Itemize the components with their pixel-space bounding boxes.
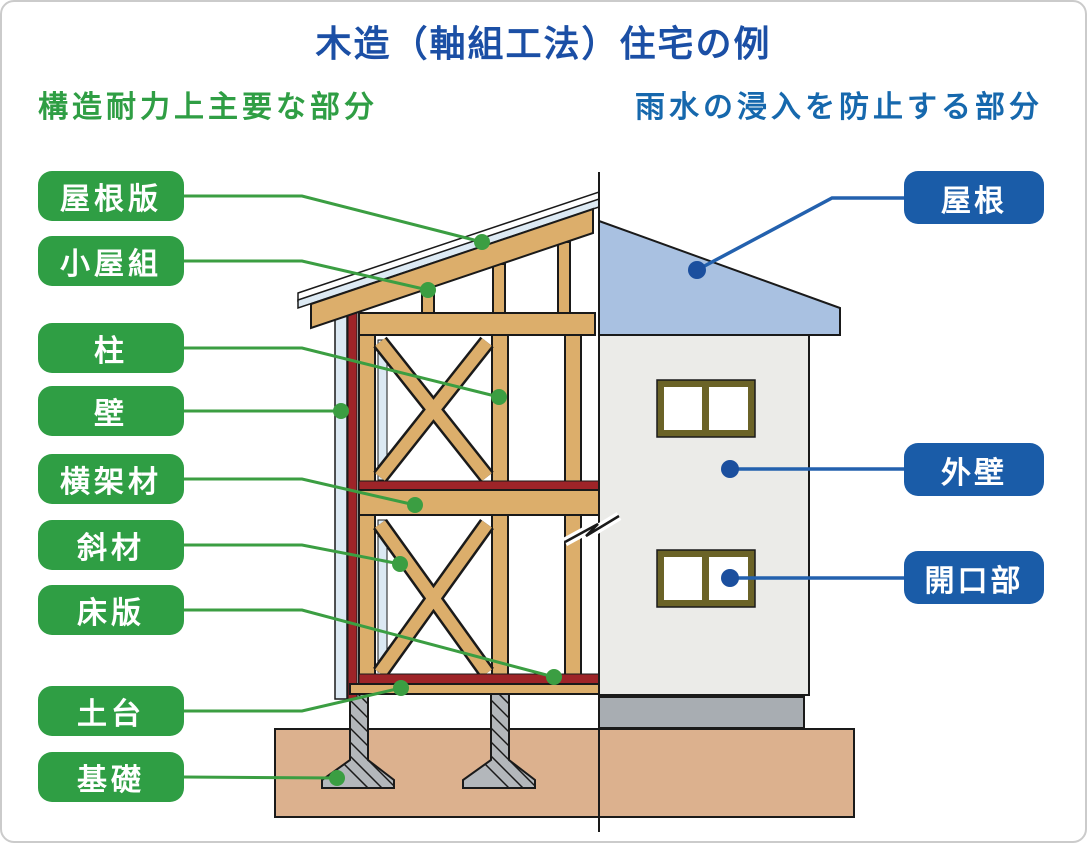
weatherproof-label-opening: 開口部 [904, 551, 1044, 604]
weatherproof-label-roof: 屋根 [904, 171, 1044, 224]
structural-label-roof-framing: 小屋組 [38, 236, 184, 286]
connector-pillar [184, 346, 500, 399]
connector-roof-framing [184, 259, 429, 292]
floor-board-lower [358, 673, 600, 685]
blue-connectors [696, 196, 904, 580]
connector-roof [696, 196, 904, 272]
connector-foundation [183, 775, 338, 780]
structural-label-diagonal-member: 斜材 [38, 520, 184, 570]
break-mark [562, 512, 622, 546]
structural-label-horizontal-member: 横架材 [38, 454, 184, 504]
connector-floor-board [184, 608, 555, 679]
diagonal-braces [373, 336, 494, 678]
structural-label-foundation: 基礎 [38, 752, 184, 802]
green-connectors [183, 194, 555, 780]
structural-frame-left-half [297, 190, 600, 700]
rafter [310, 207, 594, 330]
eaves-beam [358, 312, 596, 336]
wall-red-layer [347, 309, 358, 700]
structural-label-pillar: 柱 [38, 323, 184, 373]
horizontal-member-beam [358, 489, 600, 516]
green-callout-dots [329, 234, 562, 786]
structural-label-floor-board: 床版 [38, 585, 184, 635]
section-header-structural: 構造耐力上主要な部分 [38, 91, 378, 124]
structural-label-roof-board: 屋根版 [38, 171, 184, 221]
section-header-weatherproof: 雨水の浸入を防止する部分 [635, 91, 1043, 124]
weatherproof-label-outer-wall: 外壁 [904, 443, 1044, 496]
roof-board-sheathing [297, 197, 600, 310]
blue-callout-dots [688, 261, 739, 587]
concrete-base [598, 696, 805, 729]
page-title: 木造（軸組工法）住宅の例 [315, 23, 772, 64]
structural-label-wall: 壁 [38, 386, 184, 436]
connector-roof-board [184, 194, 483, 244]
window-1 [656, 379, 756, 438]
finished-house-right-half [598, 219, 841, 729]
structural-label-sill: 土台 [38, 686, 184, 736]
connector-diagonal-member [184, 543, 401, 566]
floor-board-upper [358, 480, 600, 491]
roof-surface [598, 219, 841, 336]
connector-horizontal-member [184, 477, 416, 507]
connector-sill [184, 686, 402, 713]
wall-siding-layer [334, 309, 348, 700]
